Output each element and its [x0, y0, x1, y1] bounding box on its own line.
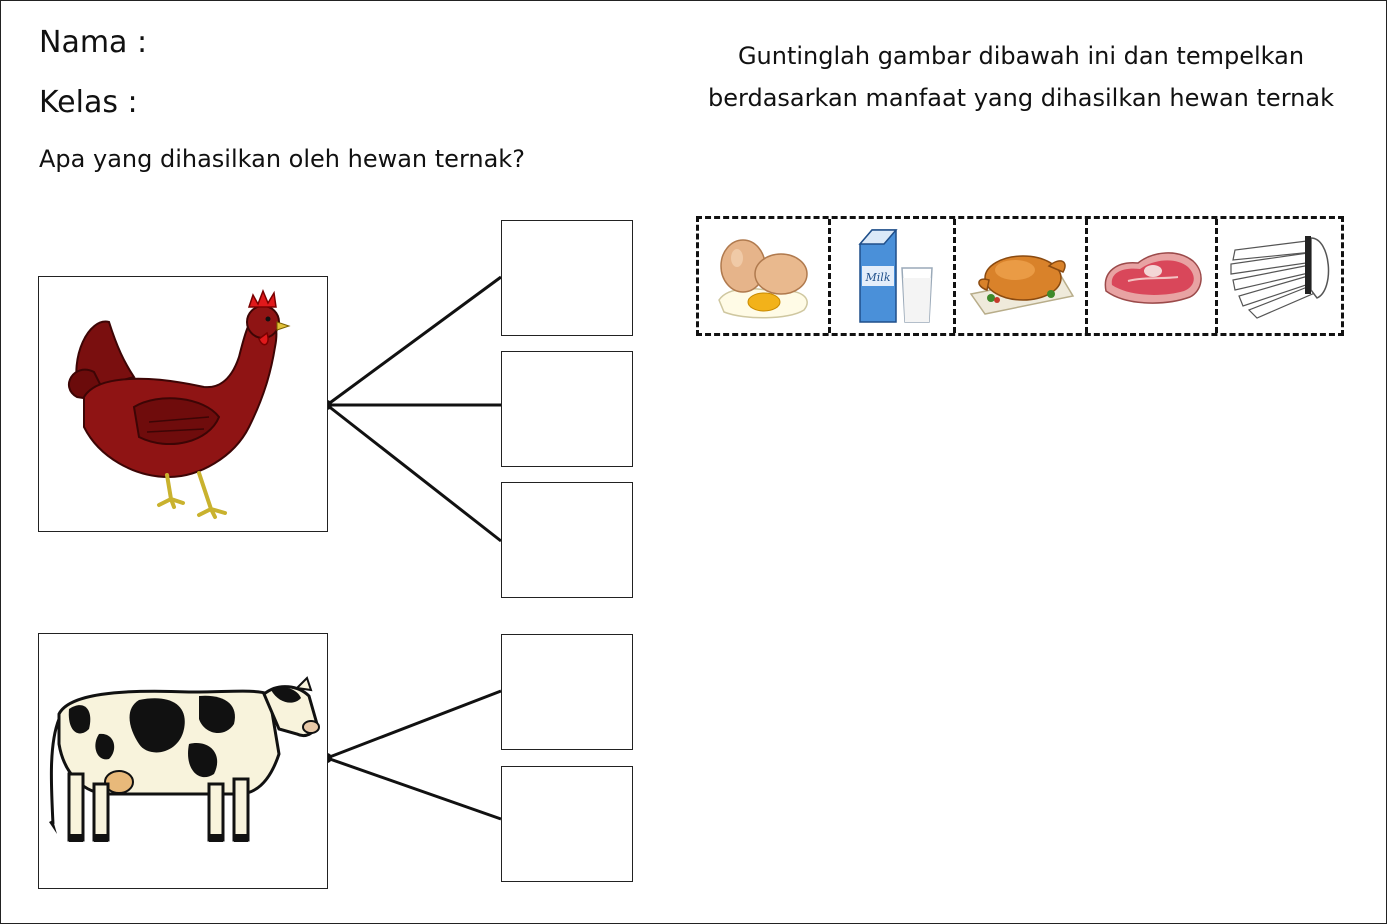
chicken-answer-box[interactable]: [501, 482, 633, 598]
cutout-eggs[interactable]: [699, 219, 831, 333]
cutout-milk[interactable]: Milk: [831, 219, 956, 333]
svg-text:Milk: Milk: [865, 271, 891, 284]
cow-answer-box[interactable]: [501, 634, 633, 750]
chicken-answer-box[interactable]: [501, 351, 633, 467]
milk-icon: Milk: [858, 229, 933, 323]
cutout-shuttlecock[interactable]: [1218, 219, 1341, 333]
chicken-picture-box: [38, 276, 328, 532]
eggs-icon: [717, 239, 808, 319]
worksheet-question: Apa yang dihasilkan oleh hewan ternak?: [39, 145, 525, 173]
cow-answer-box[interactable]: [501, 766, 633, 882]
roast-chicken-icon: [969, 255, 1074, 315]
meat-icon: [1104, 252, 1202, 304]
cutout-meat[interactable]: [1088, 219, 1218, 333]
class-field-label: Kelas :: [39, 85, 138, 120]
cutout-roast-chicken[interactable]: [956, 219, 1088, 333]
cutout-strip: Milk: [696, 216, 1344, 336]
chicken-icon: [67, 288, 291, 519]
name-field-label: Nama :: [39, 25, 148, 60]
instruction-text: Guntinglah gambar dibawah ini dan tempel…: [708, 42, 1334, 112]
cow-picture-box: [38, 633, 328, 889]
shuttlecock-icon: [1229, 236, 1329, 319]
chicken-answer-box[interactable]: [501, 220, 633, 336]
cow-icon: [49, 676, 320, 842]
